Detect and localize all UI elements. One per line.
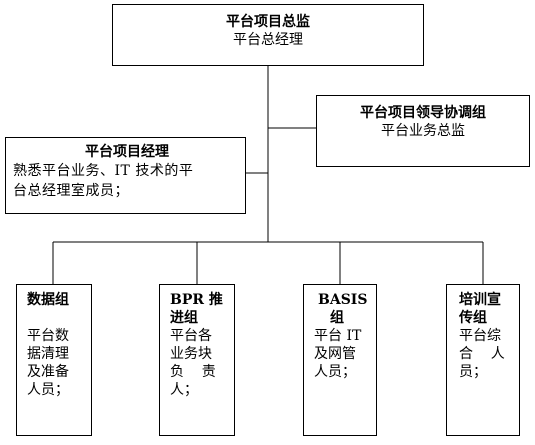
data-group-line: 据清理: [27, 346, 69, 362]
bpr-group-box: BPR 推 进组 平台各 业务块 负 责 人；: [159, 284, 235, 436]
coord-group-subtitle: 平台业务总监: [381, 123, 465, 139]
manager-desc-line1: 熟悉平台业务、IT 技术的平: [13, 163, 194, 179]
data-group-box: 数据组 平台数 据清理 及准备 人员；: [16, 284, 92, 436]
training-group-line: 员；: [459, 364, 487, 380]
basis-group-title-line2: 组: [330, 310, 344, 326]
bpr-group-title-line1: BPR 推: [170, 292, 223, 308]
data-group-line: 平台数: [27, 328, 69, 344]
basis-group-title-line1: BASIS: [318, 292, 368, 308]
bpr-group-line: 人；: [170, 382, 198, 398]
basis-group-box: BASIS 组 平台 IT 及网管 人员；: [303, 284, 377, 436]
data-group-line: 及准备: [27, 364, 69, 380]
training-group-title-line1: 培训宣: [459, 292, 501, 308]
basis-group-line: 人员；: [314, 364, 356, 380]
training-group-title-line2: 传组: [459, 310, 487, 326]
director-subtitle: 平台总经理: [233, 32, 303, 48]
coord-group-title: 平台项目领导协调组: [360, 105, 486, 121]
bpr-group-title-line2: 进组: [170, 310, 198, 326]
bpr-group-line: 业务块: [170, 346, 212, 362]
data-group-title: 数据组: [27, 292, 69, 308]
data-group-line: 人员；: [27, 382, 69, 398]
training-group-line: 平台综: [459, 328, 501, 344]
manager-box: 平台项目经理 熟悉平台业务、IT 技术的平 台总经理室成员；: [5, 137, 246, 214]
director-box: 平台项目总监 平台总经理: [112, 4, 424, 66]
manager-desc-line2: 台总经理室成员；: [13, 183, 129, 199]
basis-group-line: 平台 IT: [314, 328, 362, 344]
coord-group-box: 平台项目领导协调组 平台业务总监: [316, 95, 530, 167]
bpr-group-line: 负 责: [170, 364, 216, 380]
training-group-line: 合 人: [459, 346, 505, 362]
training-group-box: 培训宣 传组 平台综 合 人 员；: [446, 284, 520, 436]
bpr-group-line: 平台各: [170, 328, 212, 344]
director-title: 平台项目总监: [226, 14, 310, 30]
manager-title: 平台项目经理: [85, 144, 169, 160]
basis-group-line: 及网管: [314, 346, 356, 362]
